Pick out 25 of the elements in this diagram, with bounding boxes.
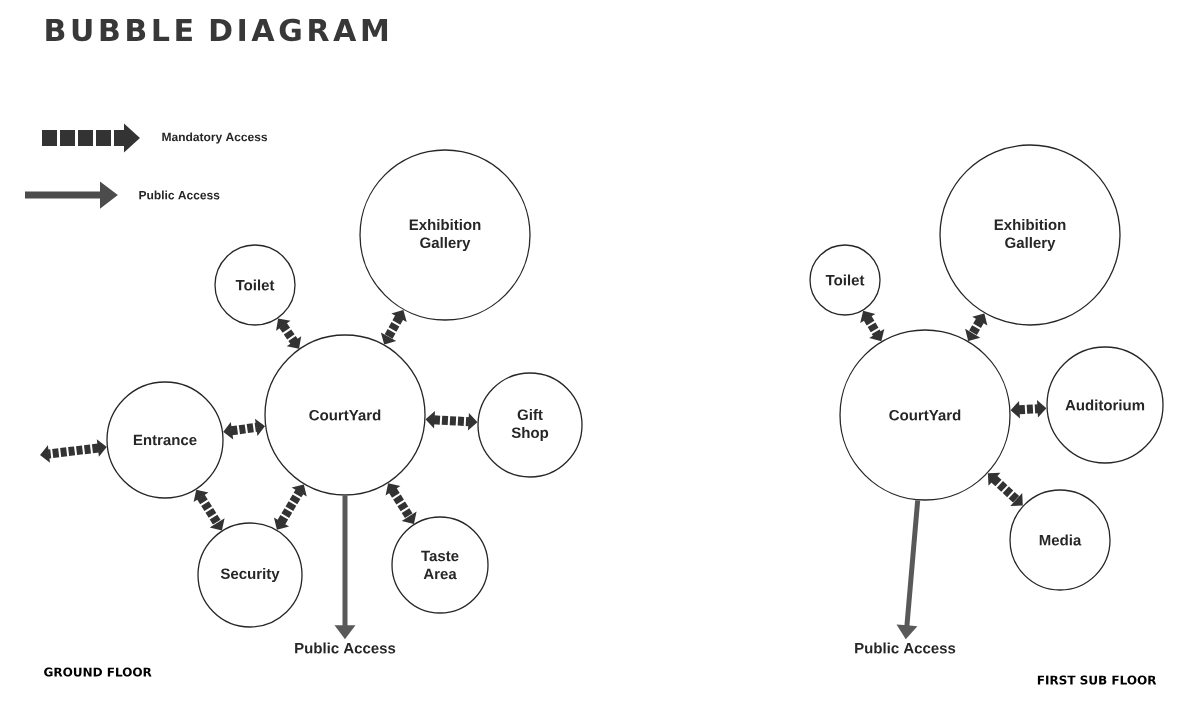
bubble: Gift Shop <box>477 372 583 478</box>
bubble: Toilet <box>809 244 881 316</box>
bubble: Exhibition Gallery <box>939 144 1121 326</box>
floor-label: GROUND FLOOR <box>44 667 152 677</box>
access-arrow <box>987 472 1023 506</box>
access-arrow <box>276 318 302 349</box>
legend-label: Public Access <box>139 190 220 200</box>
bubble: Media <box>1009 489 1111 591</box>
access-arrow <box>385 483 417 524</box>
bubble: Security <box>197 522 303 628</box>
access-arrow <box>193 489 225 531</box>
bubble: Taste Area <box>391 516 489 614</box>
bubble: Auditorium <box>1046 346 1164 464</box>
place-label: Public Access <box>295 642 396 654</box>
bubble: Toilet <box>214 244 296 326</box>
place-label: Public Access <box>855 642 956 654</box>
floor-label: FIRST SUB FLOOR <box>1037 675 1157 685</box>
legend-label: Mandatory Access <box>162 132 268 144</box>
bubble: CourtYard <box>839 329 1011 501</box>
access-arrow <box>40 439 107 463</box>
bubble: CourtYard <box>264 334 426 496</box>
bubble: Entrance <box>106 381 224 499</box>
access-arrow <box>860 310 885 342</box>
title: BUBBLE DIAGRAM <box>46 18 388 42</box>
bubble: Exhibition Gallery <box>359 149 531 321</box>
